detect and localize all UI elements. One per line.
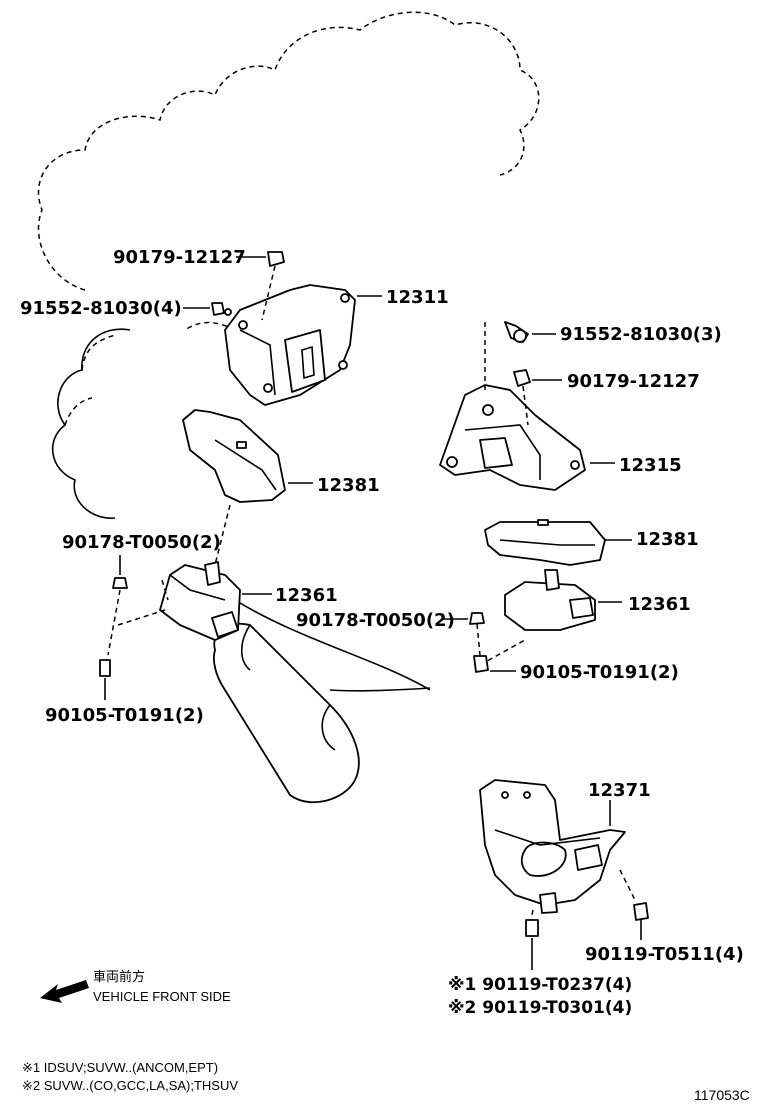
part-12315-bracket [439, 322, 615, 491]
fastener-group-top-right [504, 321, 562, 426]
label-90179-12127-top: 90179-12127 [113, 247, 246, 268]
direction-japanese: 車両前方 [93, 969, 145, 984]
label-12381-right: 12381 [636, 529, 699, 550]
label-90119-T0237: ※1 90119-T0237(4) [448, 975, 632, 995]
label-12381-left: 12381 [317, 475, 380, 496]
label-90178-T0050-left: 90178-T0050(2) [62, 532, 221, 553]
part-12361-left [159, 561, 272, 641]
label-90179-12127-right: 90179-12127 [567, 371, 700, 392]
label-90105-T0191-left: 90105-T0191(2) [45, 705, 204, 726]
fastener-group-right [442, 612, 526, 673]
transmission-shape [212, 622, 360, 804]
label-90119-T0301: ※2 90119-T0301(4) [448, 998, 632, 1018]
fastener-group-left [99, 555, 169, 700]
footnote-2: ※2 SUVW..(CO,GCC,LA,SA);THSUV [22, 1078, 238, 1093]
label-91552-81030-left: 91552-81030(4) [20, 298, 182, 319]
footnote-1: ※1 IDSUV;SUVW..(ANCOM,EPT) [22, 1060, 218, 1075]
part-12311-bracket [224, 284, 356, 406]
part-12381-right [484, 519, 632, 566]
front-arrow-icon [40, 980, 89, 1003]
part-12381-left [182, 409, 313, 566]
vehicle-front-arrow: 車両前方 VEHICLE FRONT SIDE [40, 969, 231, 1004]
direction-english: VEHICLE FRONT SIDE [93, 989, 231, 1004]
label-12361-left: 12361 [275, 585, 338, 606]
fastener-group-12371 [525, 869, 649, 970]
label-12371: 12371 [588, 780, 651, 801]
part-12361-right [504, 569, 622, 631]
label-91552-81030-right: 91552-81030(3) [560, 324, 722, 345]
fastener-group-top-left [183, 251, 382, 321]
figure-reference: 117053C [694, 1087, 750, 1103]
label-90119-T0511: 90119-T0511(4) [585, 944, 744, 965]
part-12371-mount [479, 779, 626, 914]
label-12315: 12315 [619, 455, 682, 476]
label-90178-T0050-right: 90178-T0050(2) [296, 610, 455, 631]
label-90105-T0191-right: 90105-T0191(2) [520, 662, 679, 683]
label-12361-right: 12361 [628, 594, 691, 615]
engine-outline [37, 11, 540, 692]
label-12311: 12311 [386, 287, 449, 308]
